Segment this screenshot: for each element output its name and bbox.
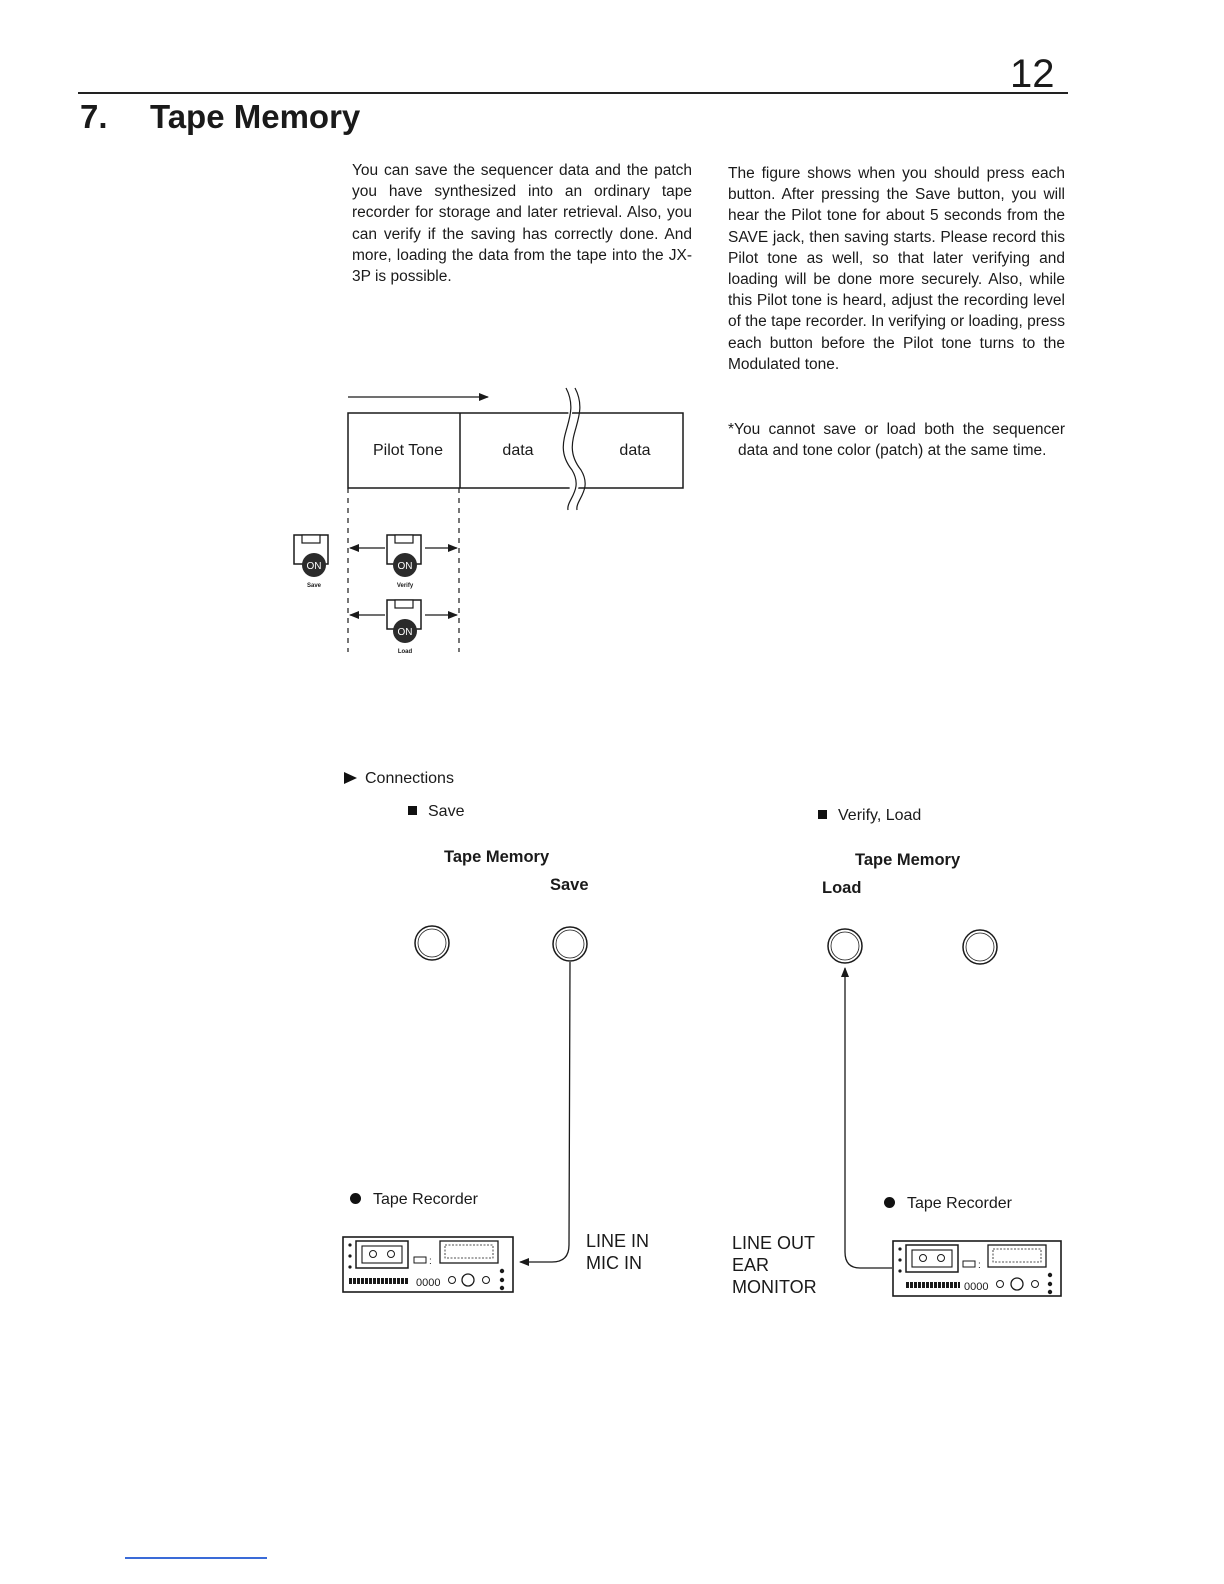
svg-text:0000: 0000: [416, 1277, 440, 1289]
port-monitor: MONITOR: [732, 1277, 817, 1297]
dot-bullet-icon: [350, 1193, 361, 1204]
intro-paragraph-left: You can save the sequencer data and the …: [352, 162, 692, 286]
port-line-out: LINE OUT: [732, 1233, 816, 1253]
load-cable: [841, 967, 892, 1269]
verify-load-subheading: Verify, Load: [818, 807, 921, 825]
svg-text:Verify: Verify: [397, 583, 414, 589]
save-button-icon: ON Save: [293, 534, 329, 589]
svg-text:0000: 0000: [964, 1281, 988, 1293]
square-bullet-icon: [408, 806, 417, 815]
svg-text:ON: ON: [307, 561, 322, 572]
dot-bullet-icon: [884, 1197, 895, 1208]
section-title: Tape Memory: [150, 98, 361, 135]
recorder-label-verify-load-text: Tape Recorder: [907, 1195, 1012, 1212]
save-jack-label: Save: [550, 876, 589, 894]
load-jack-icon: [827, 928, 863, 964]
cell-pilot-tone: Pilot Tone: [373, 442, 443, 459]
save-jack-icon: [552, 926, 588, 962]
svg-text:Save: Save: [307, 583, 322, 589]
cell-data-2: data: [619, 442, 650, 459]
connections-heading: Connections: [344, 770, 454, 788]
svg-text:ON: ON: [398, 561, 413, 572]
section-number: 7.: [80, 98, 108, 135]
tape-signal-box: [347, 387, 684, 511]
save-cable: [519, 961, 571, 1266]
connections-heading-text: Connections: [365, 770, 454, 787]
port-line-in: LINE IN: [586, 1231, 650, 1251]
cassette-recorder-icon: : 0000: [342, 1236, 514, 1293]
recorder-label-verify-load: Tape Recorder: [884, 1195, 1012, 1213]
note: *You cannot save or load both the sequen…: [728, 419, 1065, 461]
cassette-recorder-icon: : 0000: [892, 1240, 1062, 1297]
load-jack-label: Load: [822, 879, 862, 897]
port-mic-in: MIC IN: [586, 1253, 642, 1273]
note-line: *You cannot save or load both the sequen…: [728, 421, 1065, 460]
verify-button-icon: ON Verify: [386, 534, 422, 589]
output-ports: LINE OUT EAR MONITOR: [732, 1232, 817, 1298]
recorder-label-save: Tape Recorder: [350, 1191, 478, 1209]
save-subheading-text: Save: [428, 803, 465, 820]
arrow-right-icon: [344, 772, 357, 784]
load-button-icon: ON Load: [386, 599, 422, 655]
svg-text::: :: [978, 1260, 981, 1271]
save-subheading: Save: [408, 803, 464, 821]
svg-text:ON: ON: [398, 627, 413, 638]
svg-text:Load: Load: [398, 649, 413, 655]
square-bullet-icon: [818, 810, 827, 819]
panel-title-save: Tape Memory: [444, 848, 550, 866]
input-ports: LINE IN MIC IN: [586, 1230, 649, 1274]
svg-text::: :: [429, 1256, 432, 1267]
cell-data-1: data: [502, 442, 533, 459]
page-number: 12: [1010, 52, 1055, 96]
recorder-label-save-text: Tape Recorder: [373, 1191, 478, 1208]
panel-title-verify-load: Tape Memory: [855, 851, 961, 869]
header-rule: [78, 92, 1068, 94]
jack-icon: [962, 929, 998, 965]
jack-icon: [414, 925, 450, 961]
footer-rule: [125, 1557, 267, 1559]
intro-paragraph-right: The figure shows when you should press e…: [728, 165, 1065, 373]
verify-load-subheading-text: Verify, Load: [838, 807, 922, 824]
port-ear: EAR: [732, 1255, 770, 1275]
